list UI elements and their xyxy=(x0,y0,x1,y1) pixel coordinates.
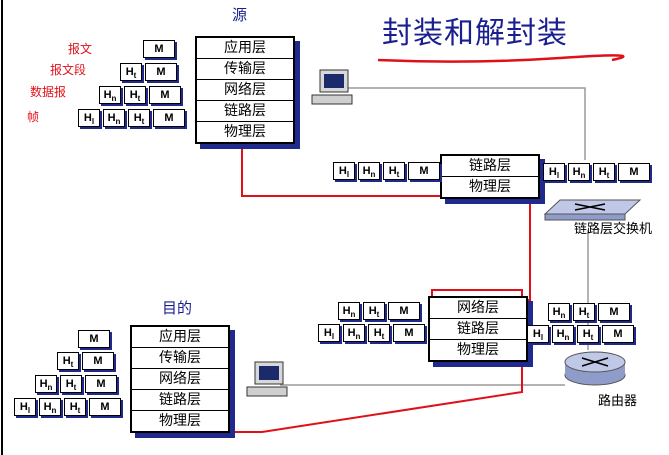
network-header-cell: Hn xyxy=(358,162,380,180)
payload-cell: M xyxy=(408,162,440,180)
packet-frame: Hl Hn Ht M xyxy=(78,109,188,127)
transport-header-cell: Ht xyxy=(383,162,405,180)
payload-cell: M xyxy=(598,303,630,321)
dest-segment: Ht M xyxy=(57,352,117,370)
link-header-cell: Hl xyxy=(333,162,355,180)
source-label: 源 xyxy=(232,6,248,24)
link-header-cell: Hl xyxy=(78,109,100,127)
switch-label: 链路层交换机 xyxy=(574,222,653,237)
transport-header-cell: Ht xyxy=(124,86,146,104)
transport-header-cell: Ht xyxy=(573,303,595,321)
msg-label-segment: 报文段 xyxy=(50,63,87,77)
page-title: 封装和解封装 xyxy=(382,16,568,51)
router-out-datagram: Hn Ht M xyxy=(548,303,633,321)
layer-link: 链路层 xyxy=(430,319,526,340)
layer-network: 网络层 xyxy=(197,80,293,101)
payload-cell: M xyxy=(89,398,121,416)
router-in-datagram: Hn Ht M xyxy=(338,302,423,320)
network-header-cell: Hn xyxy=(338,302,360,320)
network-header-cell: Hn xyxy=(548,303,570,321)
source-protocol-stack: 应用层 传输层 网络层 链路层 物理层 xyxy=(195,36,295,144)
router-icon xyxy=(564,351,626,386)
router-label: 路由器 xyxy=(598,394,638,409)
link-header-cell: Hl xyxy=(527,325,549,343)
payload-cell: M xyxy=(78,330,110,348)
network-header-cell: Hn xyxy=(343,324,365,342)
payload-cell: M xyxy=(388,302,420,320)
transport-header-cell: Ht xyxy=(368,324,390,342)
layer-application: 应用层 xyxy=(132,327,228,348)
layer-link: 链路层 xyxy=(442,156,538,177)
payload-cell: M xyxy=(82,352,114,370)
transport-header-cell: Ht xyxy=(64,398,86,416)
link-header-cell: Hl xyxy=(14,398,36,416)
source-computer-icon xyxy=(311,69,353,105)
transport-header-cell: Ht xyxy=(120,63,142,81)
dest-datagram: Hn Ht M xyxy=(35,375,120,393)
router-out-frame: Hl Hn Ht M xyxy=(527,325,637,343)
network-header-cell: Hn xyxy=(99,86,121,104)
transport-header-cell: Ht xyxy=(593,163,615,181)
msg-label-frame: 帧 xyxy=(27,110,40,124)
payload-cell: M xyxy=(153,109,185,127)
transport-header-cell: Ht xyxy=(60,375,82,393)
packet-datagram: Hn Ht M xyxy=(99,86,184,104)
payload-cell: M xyxy=(618,163,650,181)
link-header-cell: Hl xyxy=(543,163,565,181)
layer-network: 网络层 xyxy=(430,298,526,319)
dest-computer-icon xyxy=(246,361,288,397)
payload-cell: M xyxy=(143,40,175,58)
router-protocol-stack: 网络层 链路层 物理层 xyxy=(428,296,528,362)
network-header-cell: Hn xyxy=(35,375,57,393)
packet-segment: Ht M xyxy=(120,63,180,81)
router-in-frame: Hl Hn Ht M xyxy=(318,324,428,342)
layer-physical: 物理层 xyxy=(224,124,266,140)
payload-cell: M xyxy=(149,86,181,104)
transport-header-cell: Ht xyxy=(577,325,599,343)
network-header-cell: Hn xyxy=(568,163,590,181)
transport-header-cell: Ht xyxy=(57,352,79,370)
layer-physical: 物理层 xyxy=(159,413,201,429)
packet-message: M xyxy=(143,40,178,58)
payload-cell: M xyxy=(85,375,117,393)
layer-transport: 传输层 xyxy=(132,348,228,369)
msg-label-datagram: 数据报 xyxy=(30,85,67,99)
dest-protocol-stack: 应用层 传输层 网络层 链路层 物理层 xyxy=(130,325,230,433)
dest-frame: Hl Hn Ht M xyxy=(14,398,124,416)
dest-message: M xyxy=(78,330,113,348)
network-header-cell: Hn xyxy=(103,109,125,127)
dest-label: 目的 xyxy=(162,299,193,317)
payload-cell: M xyxy=(145,63,177,81)
payload-cell: M xyxy=(602,325,634,343)
transport-header-cell: Ht xyxy=(128,109,150,127)
layer-application: 应用层 xyxy=(197,38,293,59)
network-header-cell: Hn xyxy=(39,398,61,416)
layer-link: 链路层 xyxy=(197,101,293,122)
layer-physical: 物理层 xyxy=(469,179,511,195)
switch-protocol-stack: 链路层 物理层 xyxy=(440,154,540,199)
title-underline xyxy=(377,54,625,63)
switch-out-frame: Hl Hn Ht M xyxy=(543,163,653,181)
switch-in-frame: Hl Hn Ht M xyxy=(333,162,443,180)
network-header-cell: Hn xyxy=(552,325,574,343)
transport-header-cell: Ht xyxy=(363,302,385,320)
switch-icon xyxy=(543,199,642,221)
msg-label-message: 报文 xyxy=(68,42,93,56)
layer-link: 链路层 xyxy=(132,390,228,411)
payload-cell: M xyxy=(393,324,425,342)
layer-transport: 传输层 xyxy=(197,59,293,80)
layer-network: 网络层 xyxy=(132,369,228,390)
link-header-cell: Hl xyxy=(318,324,340,342)
layer-physical: 物理层 xyxy=(457,342,499,358)
link-source-switch xyxy=(345,87,586,160)
